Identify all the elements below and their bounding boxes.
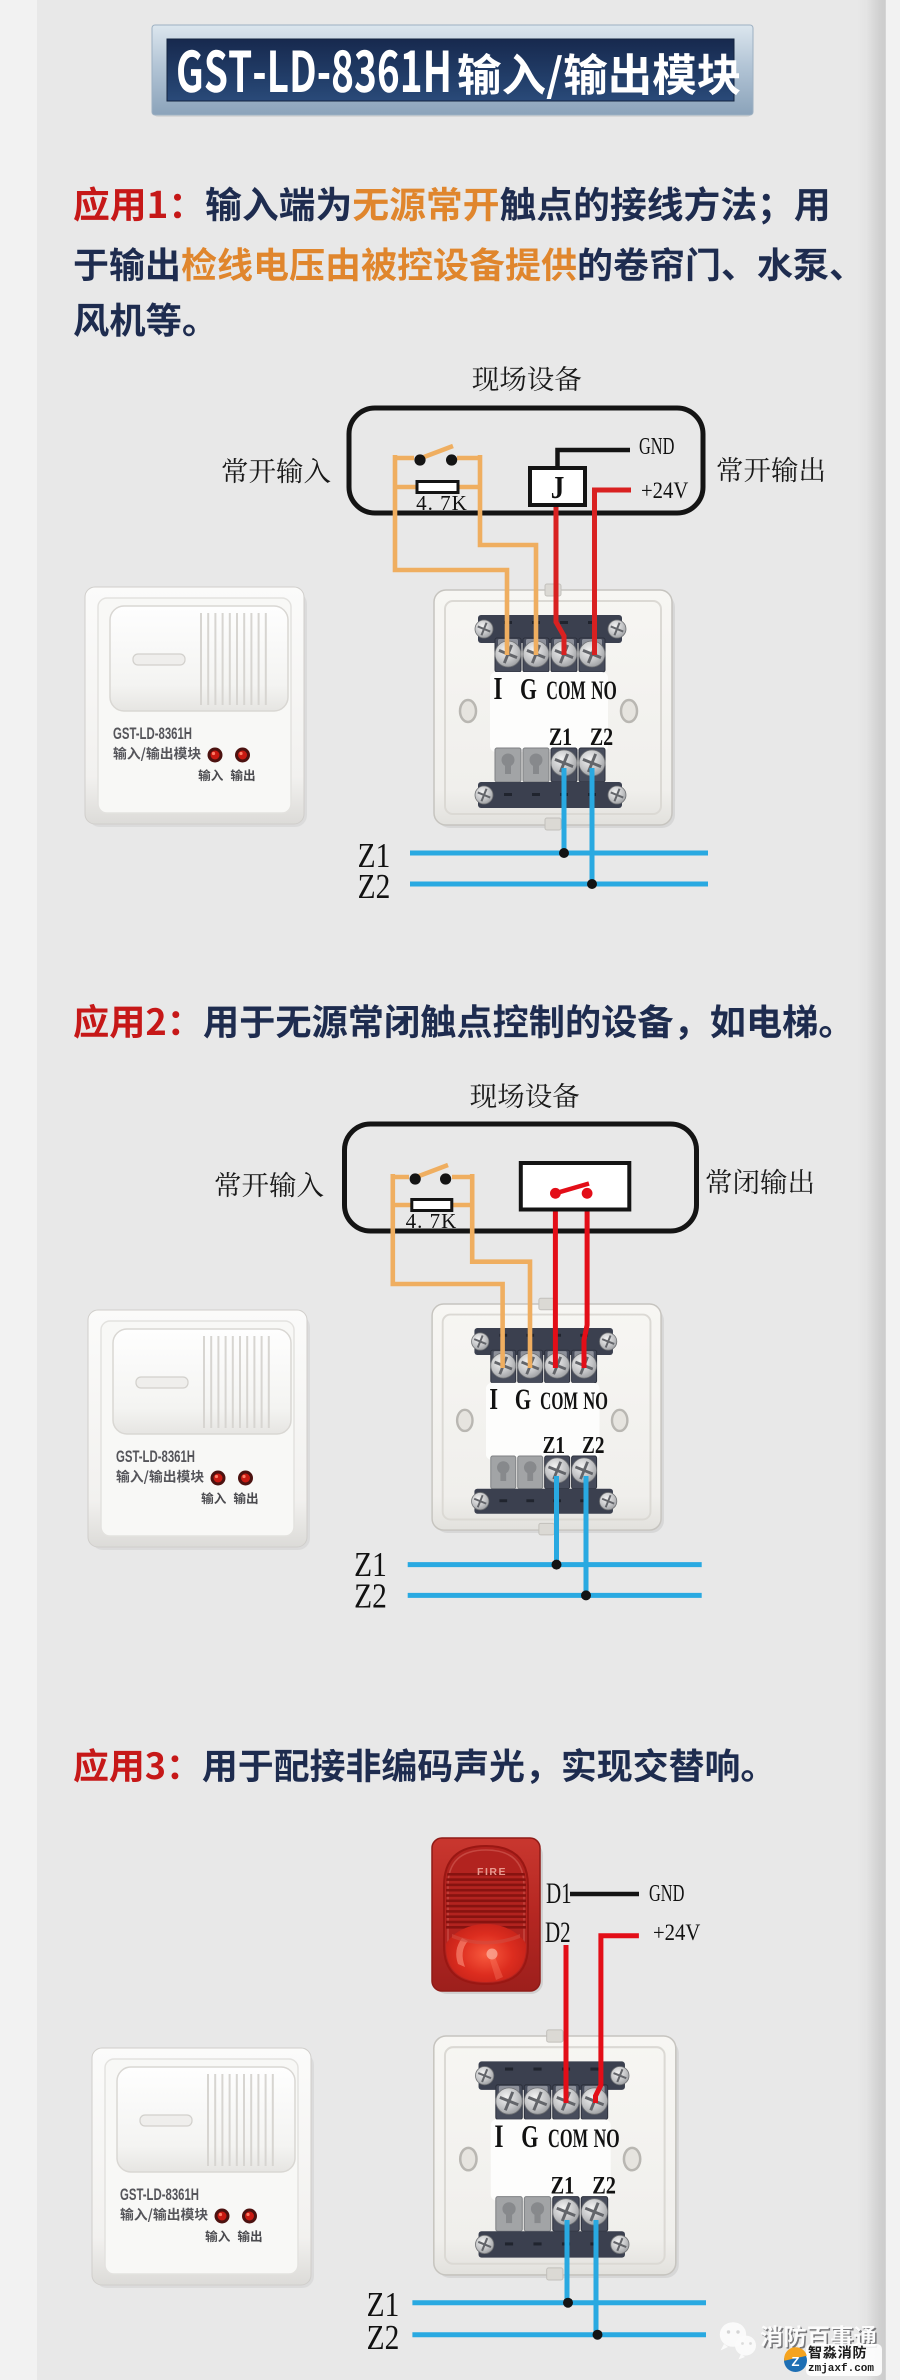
svg-text:zmjaxf.com: zmjaxf.com: [808, 2363, 874, 2375]
svg-text:FIRE: FIRE: [477, 1866, 507, 1878]
svg-text:GND: GND: [649, 1881, 684, 1907]
svg-text:4. 7K: 4. 7K: [406, 1209, 458, 1233]
svg-text:Z1: Z1: [354, 1545, 387, 1584]
svg-text:J: J: [551, 471, 565, 505]
svg-text:Z2: Z2: [354, 1576, 387, 1615]
svg-text:Z1: Z1: [367, 2285, 400, 2324]
svg-text:GND: GND: [639, 434, 674, 460]
svg-text:+24V: +24V: [653, 1920, 701, 1945]
svg-text:+24V: +24V: [641, 478, 689, 503]
svg-text:4. 7K: 4. 7K: [416, 491, 468, 515]
svg-text:Z2: Z2: [367, 2318, 400, 2357]
svg-text:Z1: Z1: [358, 836, 391, 875]
svg-text:Z: Z: [792, 2354, 800, 2369]
svg-text:D2: D2: [545, 1915, 571, 1949]
svg-text:D1: D1: [546, 1876, 572, 1910]
svg-text:Z2: Z2: [358, 867, 391, 906]
